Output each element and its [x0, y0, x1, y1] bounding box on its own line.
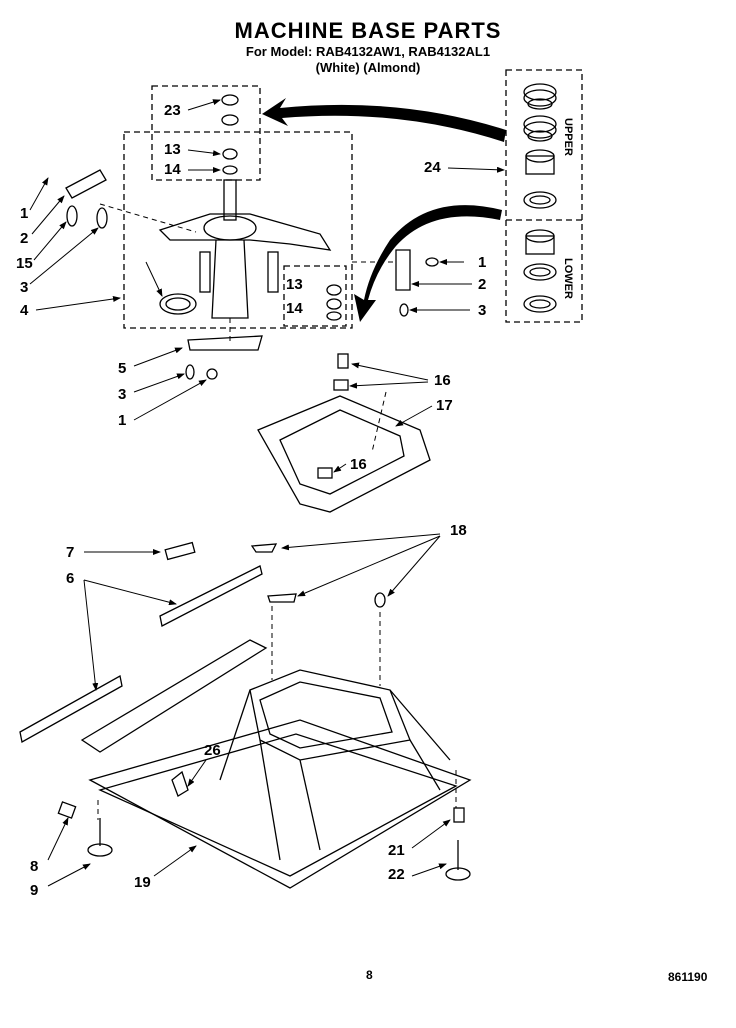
callout-22: 22: [388, 866, 405, 883]
model-numbers: For Model: RAB4132AW1, RAB4132AL1: [245, 44, 491, 59]
page-number: 8: [366, 968, 373, 982]
callout-1-right: 1: [478, 254, 487, 271]
callout-13: 13: [164, 141, 181, 158]
page-title: MACHINE BASE PARTS: [234, 18, 502, 43]
callout-14-lower: 14: [286, 300, 303, 317]
side-fitting-box: [283, 265, 347, 327]
callout-15: 15: [16, 255, 33, 272]
callout-18: 18: [450, 522, 467, 539]
inset-box: [505, 69, 583, 323]
callout-14: 14: [164, 161, 181, 178]
callout-3-lower: 3: [118, 386, 127, 403]
upper-rings: [523, 83, 557, 209]
document-code: 861190: [668, 970, 708, 984]
callout-26: 26: [204, 742, 221, 759]
callout-2-right: 2: [478, 276, 487, 293]
inset-lower-label: LOWER: [562, 258, 574, 299]
callout-13-lower: 13: [286, 276, 303, 293]
callout-1-lower: 1: [118, 412, 127, 429]
machine-base: [80, 639, 472, 889]
callout-7: 7: [66, 544, 75, 561]
model-colors: (White) (Almond): [315, 60, 421, 75]
suspension-frame: [257, 353, 431, 513]
callout-17: 17: [436, 397, 453, 414]
callout-3-right: 3: [478, 302, 487, 319]
callout-9: 9: [30, 882, 39, 899]
callout-3: 3: [20, 279, 29, 296]
spin-assembly-box: [123, 131, 353, 329]
lower-rings: [523, 229, 557, 313]
callout-8: 8: [30, 858, 39, 875]
callout-2: 2: [20, 230, 29, 247]
callout-5: 5: [118, 360, 127, 377]
callout-6: 6: [66, 570, 75, 587]
callout-19: 19: [134, 874, 151, 891]
callout-24: 24: [424, 159, 441, 176]
callout-1: 1: [20, 205, 29, 222]
callout-16: 16: [434, 372, 451, 389]
leader-lines: [29, 99, 505, 887]
inset-upper-label: UPPER: [562, 118, 574, 156]
callout-21: 21: [388, 842, 405, 859]
callout-4: 4: [20, 302, 29, 319]
callout-arrows: [262, 98, 506, 322]
callout-16-lower: 16: [350, 456, 367, 473]
top-fitting-box: [151, 85, 261, 181]
callout-23: 23: [164, 102, 181, 119]
spin-assembly: [158, 179, 332, 319]
